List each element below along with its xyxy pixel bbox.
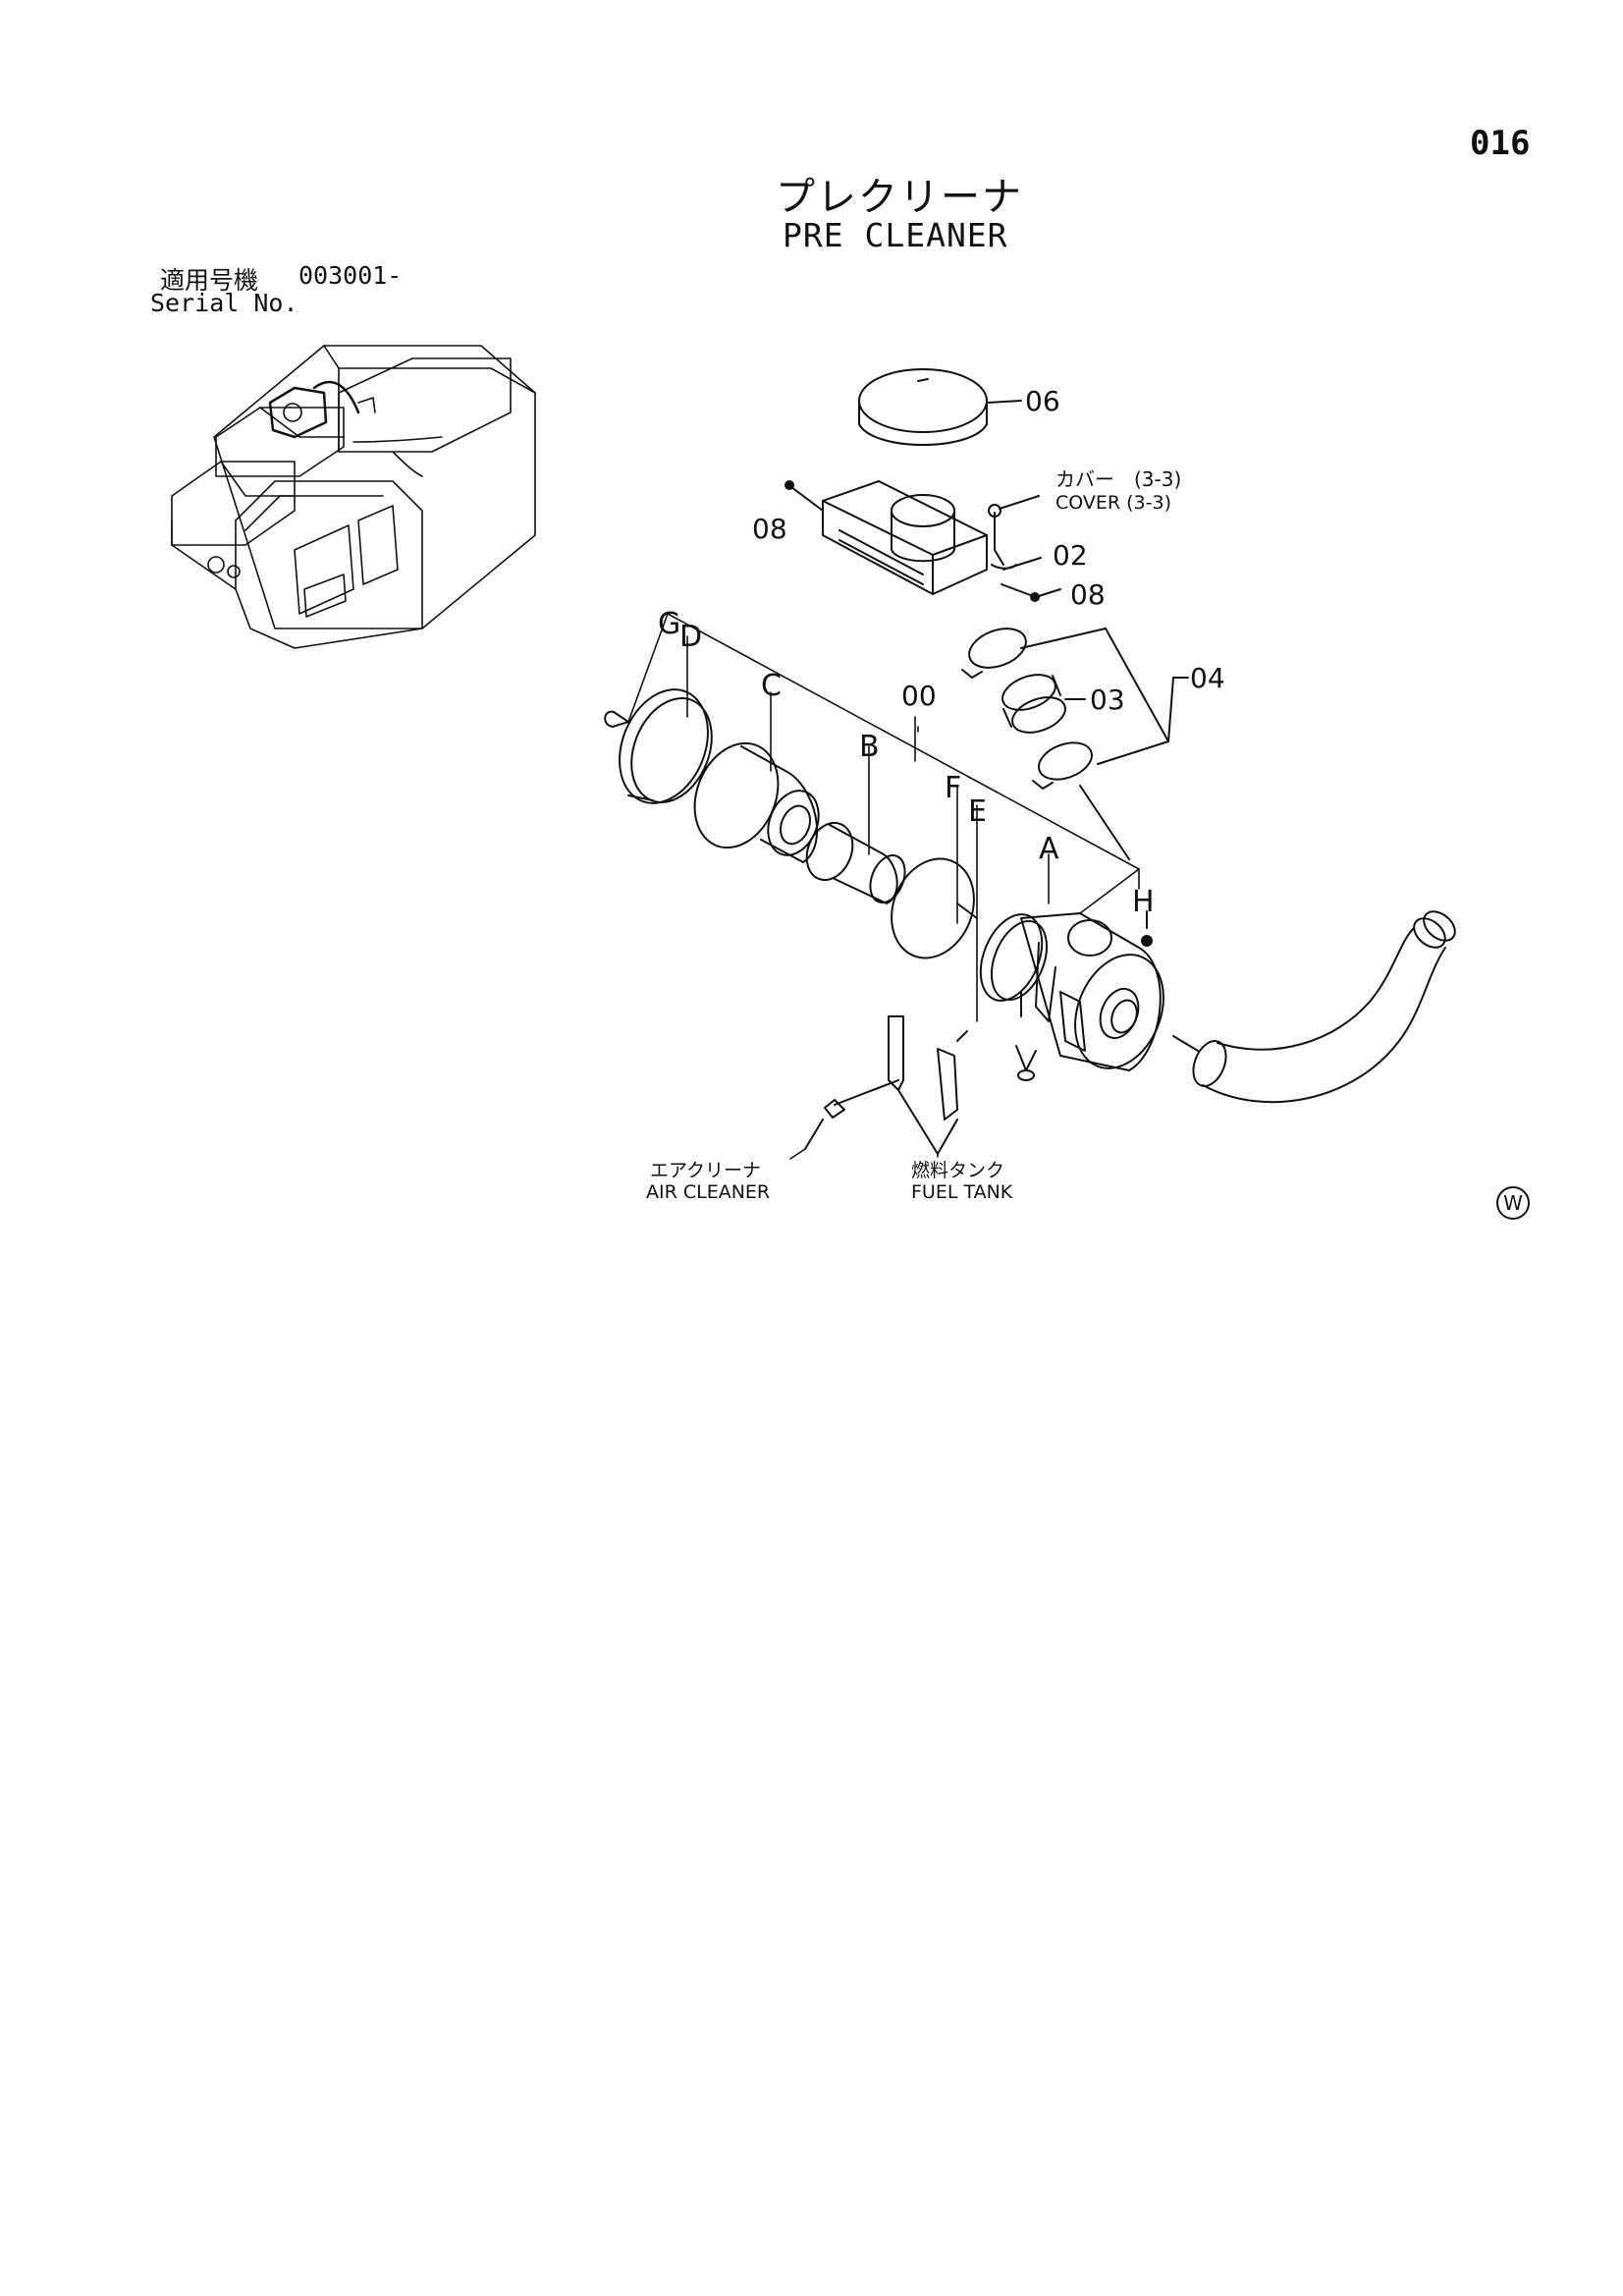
callout-A: A	[1039, 832, 1059, 866]
callout-06: 06	[1025, 385, 1060, 417]
serial-label-japanese: 適用号機	[160, 266, 259, 295]
callout-00: 00	[901, 680, 937, 712]
outlet-bent-pipe	[1172, 910, 1456, 1104]
reference-leader-lines	[789, 1148, 939, 1160]
part-06-pre-cleaner-cap	[858, 368, 1022, 446]
cover-reference-japanese: カバー (3-3)	[1055, 467, 1181, 491]
callout-C: C	[761, 669, 782, 703]
title-english: PRE CLEANER	[783, 216, 1008, 254]
serial-label-english: Serial No.	[150, 289, 298, 317]
mounting-brackets	[804, 1015, 968, 1155]
callout-F: F	[945, 771, 961, 805]
air-cleaner-reference-english: AIR CLEANER	[646, 1181, 770, 1203]
callout-B: B	[859, 730, 880, 764]
part-A-air-cleaner-housing	[1015, 910, 1164, 1081]
callout-labels: 06 08 02 08 03 04 00 G D C B F E A H カバー…	[646, 385, 1225, 1203]
callout-08-left: 08	[752, 513, 787, 545]
page-number: 016	[1470, 124, 1531, 163]
callout-04: 04	[1190, 662, 1225, 694]
callout-E: E	[968, 794, 987, 829]
serial-number-value: 003001-	[298, 261, 403, 290]
callout-02: 02	[1053, 539, 1088, 572]
title-japanese: プレクリーナ	[776, 175, 1023, 220]
filter-elements	[604, 688, 1049, 1002]
part-04-clamps-and-part-03-hose	[961, 628, 1189, 860]
air-cleaner-reference-japanese: エアクリーナ	[650, 1160, 761, 1181]
cover-box-assembly	[784, 480, 1061, 602]
machine-locator-illustration	[171, 345, 536, 649]
callout-H: H	[1132, 885, 1155, 919]
callout-08-right: 08	[1070, 578, 1106, 611]
callout-G: G	[658, 607, 680, 641]
cover-reference-english: COVER (3-3)	[1055, 492, 1171, 514]
callout-03: 03	[1090, 683, 1125, 716]
corner-circle-mark: W	[1496, 1186, 1530, 1220]
assembly-leader-lines	[627, 613, 1140, 1022]
fuel-tank-reference-english: FUEL TANK	[911, 1181, 1013, 1203]
fuel-tank-reference-japanese: 燃料タンク	[911, 1160, 1004, 1181]
callout-D: D	[679, 620, 702, 654]
